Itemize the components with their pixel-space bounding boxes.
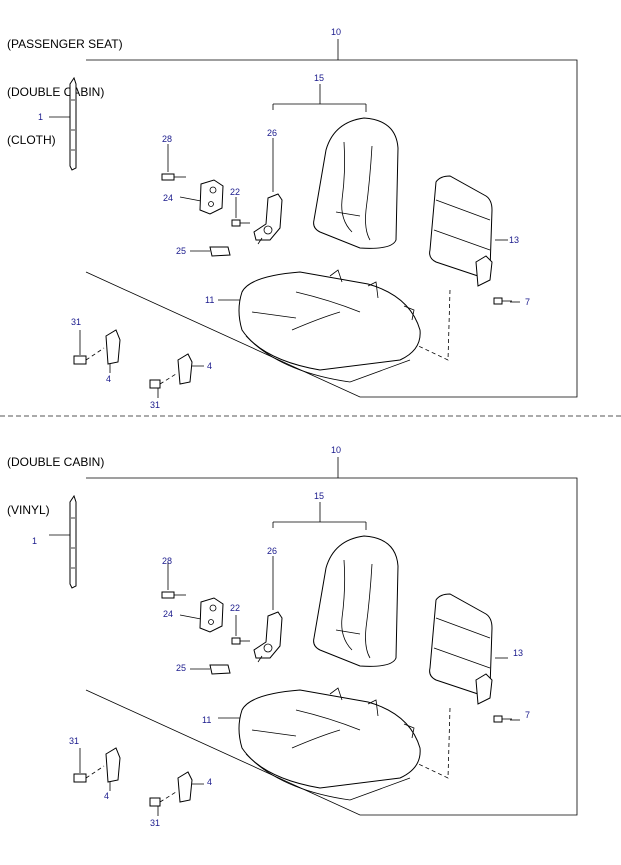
top-callouts: 10 15 26 1 28 24 22 25 11 13 7 31 4 4 31	[38, 27, 530, 410]
bottom-callout-4-b: 4	[207, 777, 212, 787]
top-title-line-1: (PASSENGER SEAT)	[7, 37, 123, 51]
bottom-callout-15: 15	[314, 491, 324, 501]
top-callout-4-b: 4	[207, 361, 212, 371]
bottom-callout-31-a: 31	[69, 736, 79, 746]
top-callout-25: 25	[176, 246, 186, 256]
top-callout-11: 11	[205, 295, 214, 305]
bottom-callout-22: 22	[230, 603, 240, 613]
top-callout-31-a: 31	[71, 317, 81, 327]
top-diagram: 10 15 26 1 28 24 22 25 11 13 7 31 4 4 31	[38, 27, 578, 410]
top-callout-7: 7	[525, 297, 530, 307]
bottom-callout-4-a: 4	[104, 791, 109, 801]
bottom-diagram: 10 15 26 1 28 24 22 25 11 13 7 31 4 4 31	[32, 445, 578, 828]
top-callout-13: 13	[509, 235, 519, 245]
top-callout-26: 26	[267, 128, 277, 138]
bottom-callout-7: 7	[525, 710, 530, 720]
top-title-line-3: (CLOTH)	[7, 133, 56, 147]
bottom-title-line-1: (DOUBLE CABIN)	[7, 455, 105, 469]
bottom-callout-25: 25	[176, 663, 186, 673]
bottom-callout-24: 24	[163, 609, 173, 619]
bottom-callouts: 10 15 26 1 28 24 22 25 11 13 7 31 4 4 31	[32, 445, 530, 828]
bottom-title: (DOUBLE CABIN) (VINYL)	[7, 422, 104, 534]
bottom-callout-28: 28	[162, 556, 172, 566]
bottom-callout-13: 13	[513, 648, 523, 658]
bottom-callout-1: 1	[32, 536, 37, 546]
bottom-callout-11: 11	[202, 715, 211, 725]
top-callout-4-a: 4	[106, 374, 111, 384]
top-callout-10: 10	[331, 27, 341, 37]
bottom-callout-31-b: 31	[150, 818, 160, 828]
bottom-callout-26: 26	[267, 546, 277, 556]
top-callout-22: 22	[230, 187, 240, 197]
top-callout-15: 15	[314, 73, 324, 83]
top-callout-28: 28	[162, 134, 172, 144]
top-callout-24: 24	[163, 193, 173, 203]
bottom-callout-10: 10	[331, 445, 341, 455]
bottom-title-line-2: (VINYL)	[7, 503, 50, 517]
top-callout-31-b: 31	[150, 400, 160, 410]
top-callout-1: 1	[38, 112, 43, 122]
